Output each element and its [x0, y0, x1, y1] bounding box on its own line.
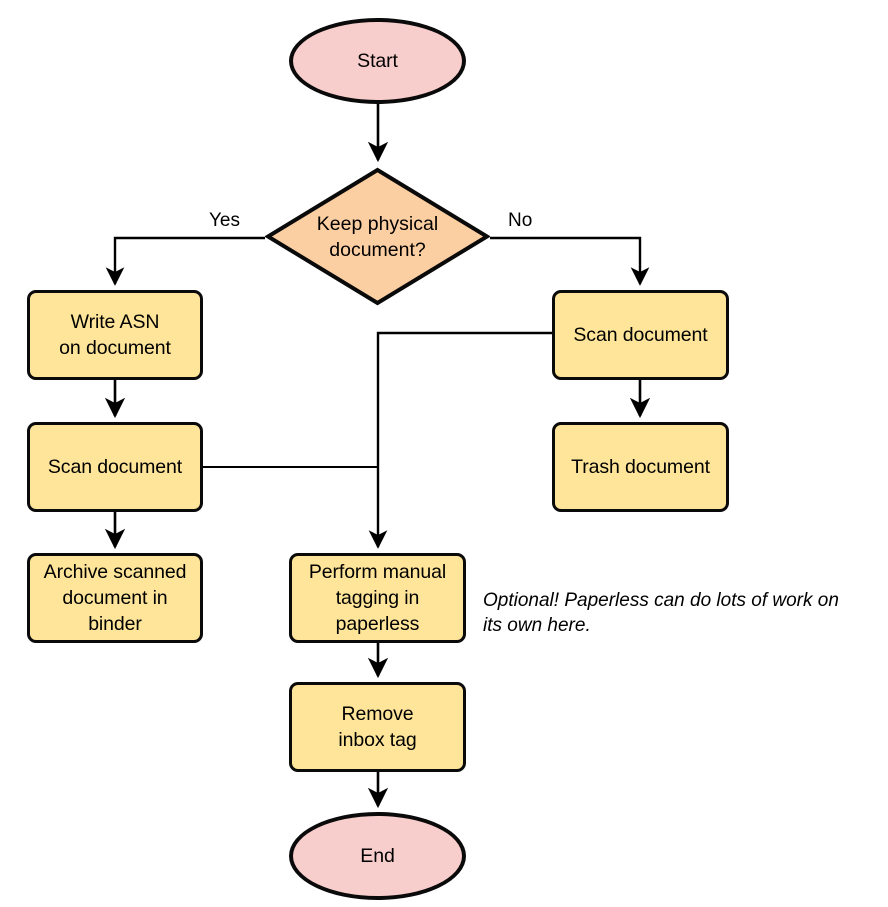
edge-decision-no-to-scan-right: [490, 236, 650, 286]
node-scan-document-left[interactable]: Scan document: [27, 422, 203, 512]
annotation-optional-note: Optional! Paperless can do lots of work …: [483, 590, 839, 636]
node-remove-inbox-tag[interactable]: Remove inbox tag: [289, 682, 466, 772]
node-keep-physical-document-decision[interactable]: Keep physical document?: [265, 167, 490, 306]
node-scan-document-right[interactable]: Scan document: [552, 290, 729, 380]
edge-label-no: No: [508, 210, 533, 231]
node-archive-scanned-document-in-binder[interactable]: Archive scanned document in binder: [27, 553, 203, 643]
edge-label-yes: Yes: [209, 210, 240, 231]
node-trash-document[interactable]: Trash document: [552, 422, 729, 512]
diamond-shape: [265, 167, 490, 306]
node-write-asn-on-document[interactable]: Write ASN on document: [27, 290, 203, 380]
edge-scan-right-to-tagging: [368, 331, 552, 549]
node-end[interactable]: End: [289, 812, 466, 900]
node-start[interactable]: Start: [289, 18, 466, 104]
node-perform-manual-tagging-in-paperless[interactable]: Perform manual tagging in paperless: [289, 553, 466, 643]
edge-decision-yes-to-write-asn: [105, 236, 265, 286]
node-decision-label: Keep physical document?: [316, 212, 439, 261]
